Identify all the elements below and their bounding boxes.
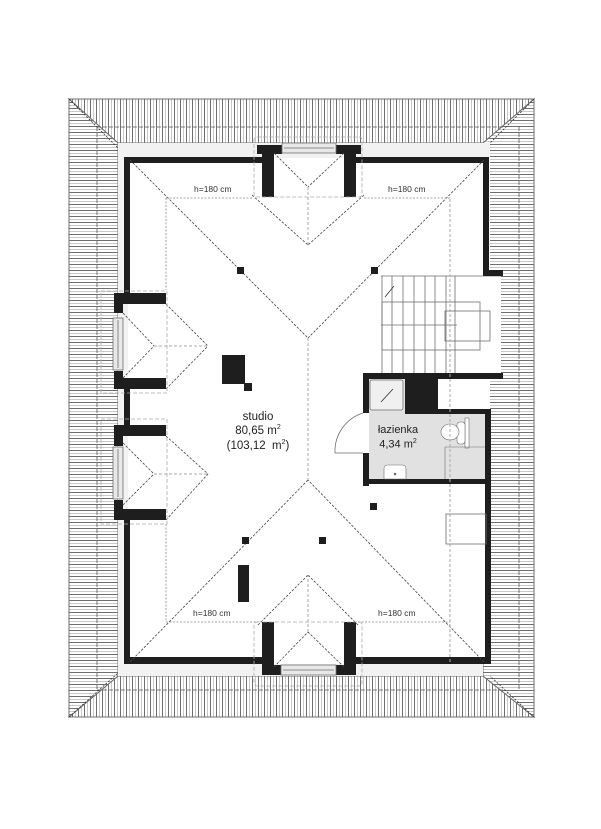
room-label-studio: studio 80,65 m2 (103,12 m2) (218, 410, 298, 453)
storage-box (445, 513, 487, 545)
room-name: łazienka (377, 424, 419, 436)
room-area: 80,65 m2 (235, 424, 281, 438)
room-area: 4,34 m2 (379, 437, 417, 451)
room-label-bathroom: łazienka 4,34 m2 (368, 424, 428, 452)
bathroom (334, 379, 485, 480)
height-label-bottom-right: h=180 cm (378, 608, 416, 618)
ridge-center-lines (154, 187, 451, 664)
roof-ridge-lines (122, 152, 485, 668)
windows (112, 142, 337, 676)
room-area-gross: (103,12 m2) (226, 438, 290, 452)
headroom-lines (100, 136, 450, 687)
roof-eaves (67, 97, 536, 719)
height-label-top-left: h=180 cm (194, 184, 232, 194)
height-label-bottom-left: h=180 cm (193, 608, 231, 618)
stair-area (381, 275, 502, 376)
walls (114, 145, 503, 675)
columns (222, 267, 378, 602)
height-label-top-right: h=180 cm (388, 184, 426, 194)
room-name: studio (242, 411, 274, 423)
